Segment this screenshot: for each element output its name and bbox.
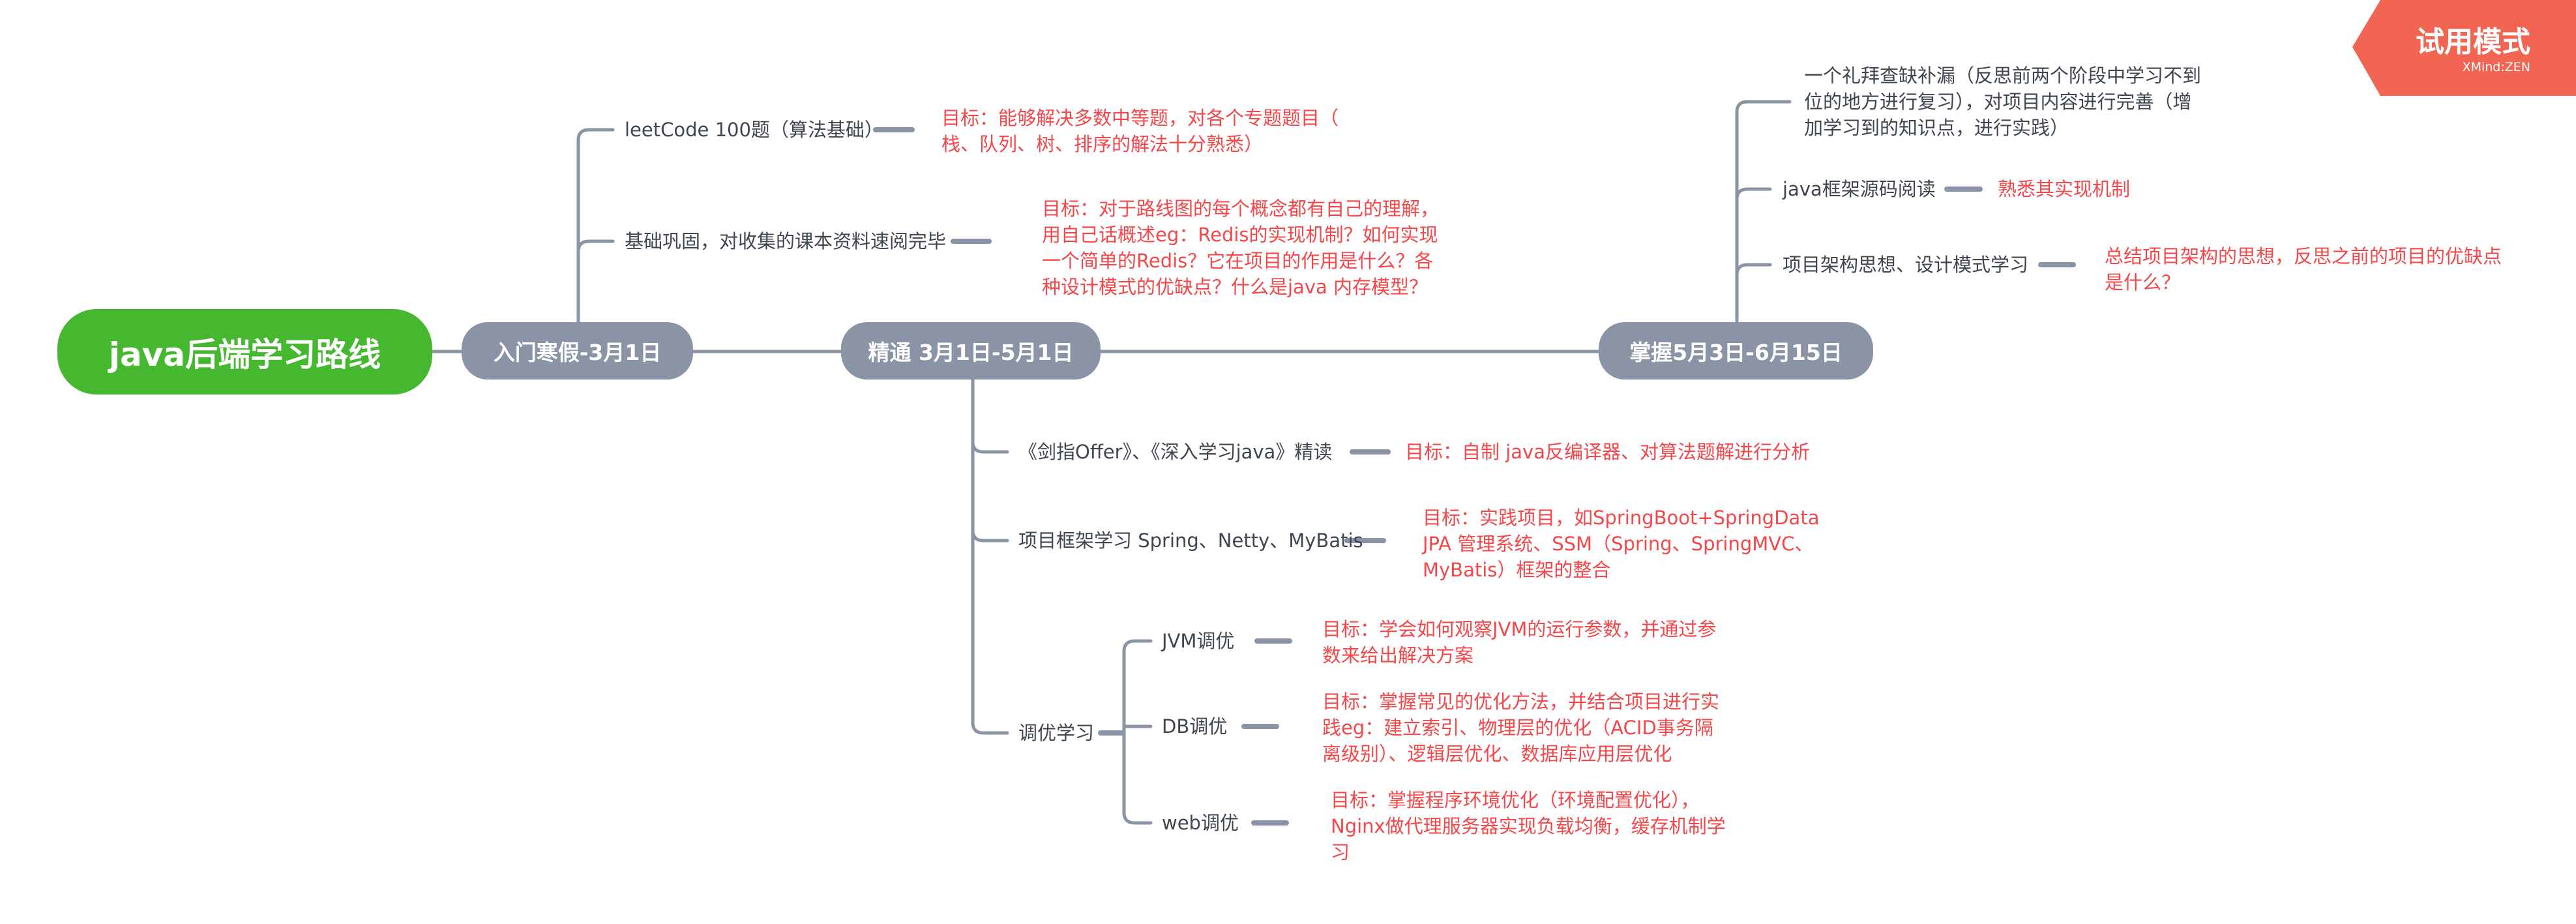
- goal-line: 总结项目架构的思想，反思之前的项目的优缺点: [2105, 245, 2502, 267]
- goal-leetcode[interactable]: 目标：能够解决多数中等题，对各个专题题目（ 栈、队列、树、排序的解法十分熟悉）: [941, 105, 1339, 157]
- stage-label: 精通 3月1日-5月1日: [868, 340, 1074, 365]
- goal-frameworks[interactable]: 目标：实践项目，如SpringBoot+SpringData JPA 管理系统、…: [1423, 505, 1819, 583]
- topic-leetcode[interactable]: leetCode 100题（算法基础）: [625, 119, 883, 141]
- root-topic[interactable]: java后端学习路线: [57, 309, 432, 395]
- goal-web-tuning[interactable]: 目标：掌握程序环境优化（环境配置优化）， Nginx做代理服务器实现负载均衡，缓…: [1331, 787, 1726, 865]
- stage-topic-intro[interactable]: 入门寒假-3月1日: [462, 322, 693, 380]
- stage-label: 入门寒假-3月1日: [493, 340, 662, 365]
- goal-line: MyBatis）框架的整合: [1423, 559, 1611, 581]
- goal-line: 目标：实践项目，如SpringBoot+SpringData: [1423, 507, 1820, 529]
- topic-architecture[interactable]: 项目架构思想、设计模式学习: [1783, 254, 2029, 276]
- goal-line: 离级别）、逻辑层优化、数据库应用层优化: [1322, 743, 1672, 765]
- topic-tuning[interactable]: 调优学习: [1018, 722, 1095, 744]
- goal-reading[interactable]: 目标：自制 java反编译器、对算法题解进行分析: [1405, 439, 1810, 465]
- goal-jvm-tuning[interactable]: 目标：学会如何观察JVM的运行参数，并通过参 数来给出解决方案: [1322, 616, 1716, 668]
- goal-line: 目标：自制 java反编译器、对算法题解进行分析: [1405, 441, 1810, 463]
- goal-line: 种设计模式的优缺点？什么是java 内存模型？: [1042, 276, 1428, 298]
- topic-web-tuning[interactable]: web调优: [1162, 812, 1239, 834]
- topic-jvm-tuning[interactable]: JVM调优: [1162, 630, 1235, 652]
- goal-line: Nginx做代理服务器实现负载均衡，缓存机制学: [1331, 815, 1726, 837]
- goal-line: JPA 管理系统、SSM（Spring、SpringMVC、: [1423, 533, 1814, 555]
- topic-line: 加学习到的知识点，进行实践）: [1804, 117, 2069, 139]
- goal-db-tuning[interactable]: 目标：掌握常见的优化方法，并结合项目进行实 践eg：建立索引、物理层的优化（AC…: [1322, 689, 1719, 767]
- trial-badge-shape: [2352, 0, 2576, 96]
- goal-line: 熟悉其实现机制: [1998, 178, 2131, 200]
- goal-line: 一个简单的Redis？它在项目的作用是什么？各: [1042, 250, 1434, 272]
- topic-line: 位的地方进行复习），对项目内容进行完善（增: [1804, 91, 2192, 113]
- goal-source-reading[interactable]: 熟悉其实现机制: [1998, 176, 2130, 202]
- xmind-brand-logo: XMind:ZEN: [2462, 60, 2530, 74]
- topic-basics[interactable]: 基础巩固，对收集的课本资料速阅完毕: [625, 230, 947, 252]
- goal-line: 数来给出解决方案: [1322, 644, 1474, 666]
- goal-line: 用自己话概述eg：Redis的实现机制？如何实现: [1042, 224, 1438, 246]
- stage-label: 掌握5月3日-6月15日: [1629, 340, 1843, 365]
- goal-line: 目标：对于路线图的每个概念都有自己的理解，: [1042, 198, 1440, 220]
- goal-line: 习: [1331, 841, 1350, 863]
- goal-line: 是什么？: [2105, 271, 2181, 293]
- topic-review-week[interactable]: 一个礼拜查缺补漏（反思前两个阶段中学习不到 位的地方进行复习），对项目内容进行完…: [1804, 63, 2201, 141]
- goal-line: 目标：掌握程序环境优化（环境配置优化），: [1331, 789, 1700, 811]
- topic-line: 一个礼拜查缺补漏（反思前两个阶段中学习不到: [1804, 65, 2202, 87]
- root-topic-label: java后端学习路线: [108, 335, 381, 374]
- goal-line: 目标：学会如何观察JVM的运行参数，并通过参: [1322, 618, 1717, 640]
- goal-line: 目标：能够解决多数中等题，对各个专题题目（: [941, 107, 1339, 129]
- stage-topic-master[interactable]: 掌握5月3日-6月15日: [1599, 322, 1873, 380]
- goal-architecture[interactable]: 总结项目架构的思想，反思之前的项目的优缺点 是什么？: [2105, 243, 2502, 295]
- topic-db-tuning[interactable]: DB调优: [1162, 715, 1228, 738]
- topic-frameworks[interactable]: 项目框架学习 Spring、Netty、MyBatis: [1018, 529, 1363, 552]
- trial-mode-label[interactable]: 试用模式: [2416, 25, 2530, 59]
- goal-line: 栈、队列、树、排序的解法十分熟悉）: [941, 133, 1264, 155]
- goal-basics[interactable]: 目标：对于路线图的每个概念都有自己的理解， 用自己话概述eg：Redis的实现机…: [1042, 196, 1439, 300]
- goal-line: 目标：掌握常见的优化方法，并结合项目进行实: [1322, 691, 1720, 713]
- topic-reading[interactable]: 《剑指Offer》、《深入学习java》精读: [1018, 441, 1333, 463]
- stage-topic-proficient[interactable]: 精通 3月1日-5月1日: [841, 322, 1101, 380]
- goal-line: 践eg：建立索引、物理层的优化（ACID事务隔: [1322, 717, 1713, 739]
- topic-source-reading[interactable]: java框架源码阅读: [1783, 178, 1936, 200]
